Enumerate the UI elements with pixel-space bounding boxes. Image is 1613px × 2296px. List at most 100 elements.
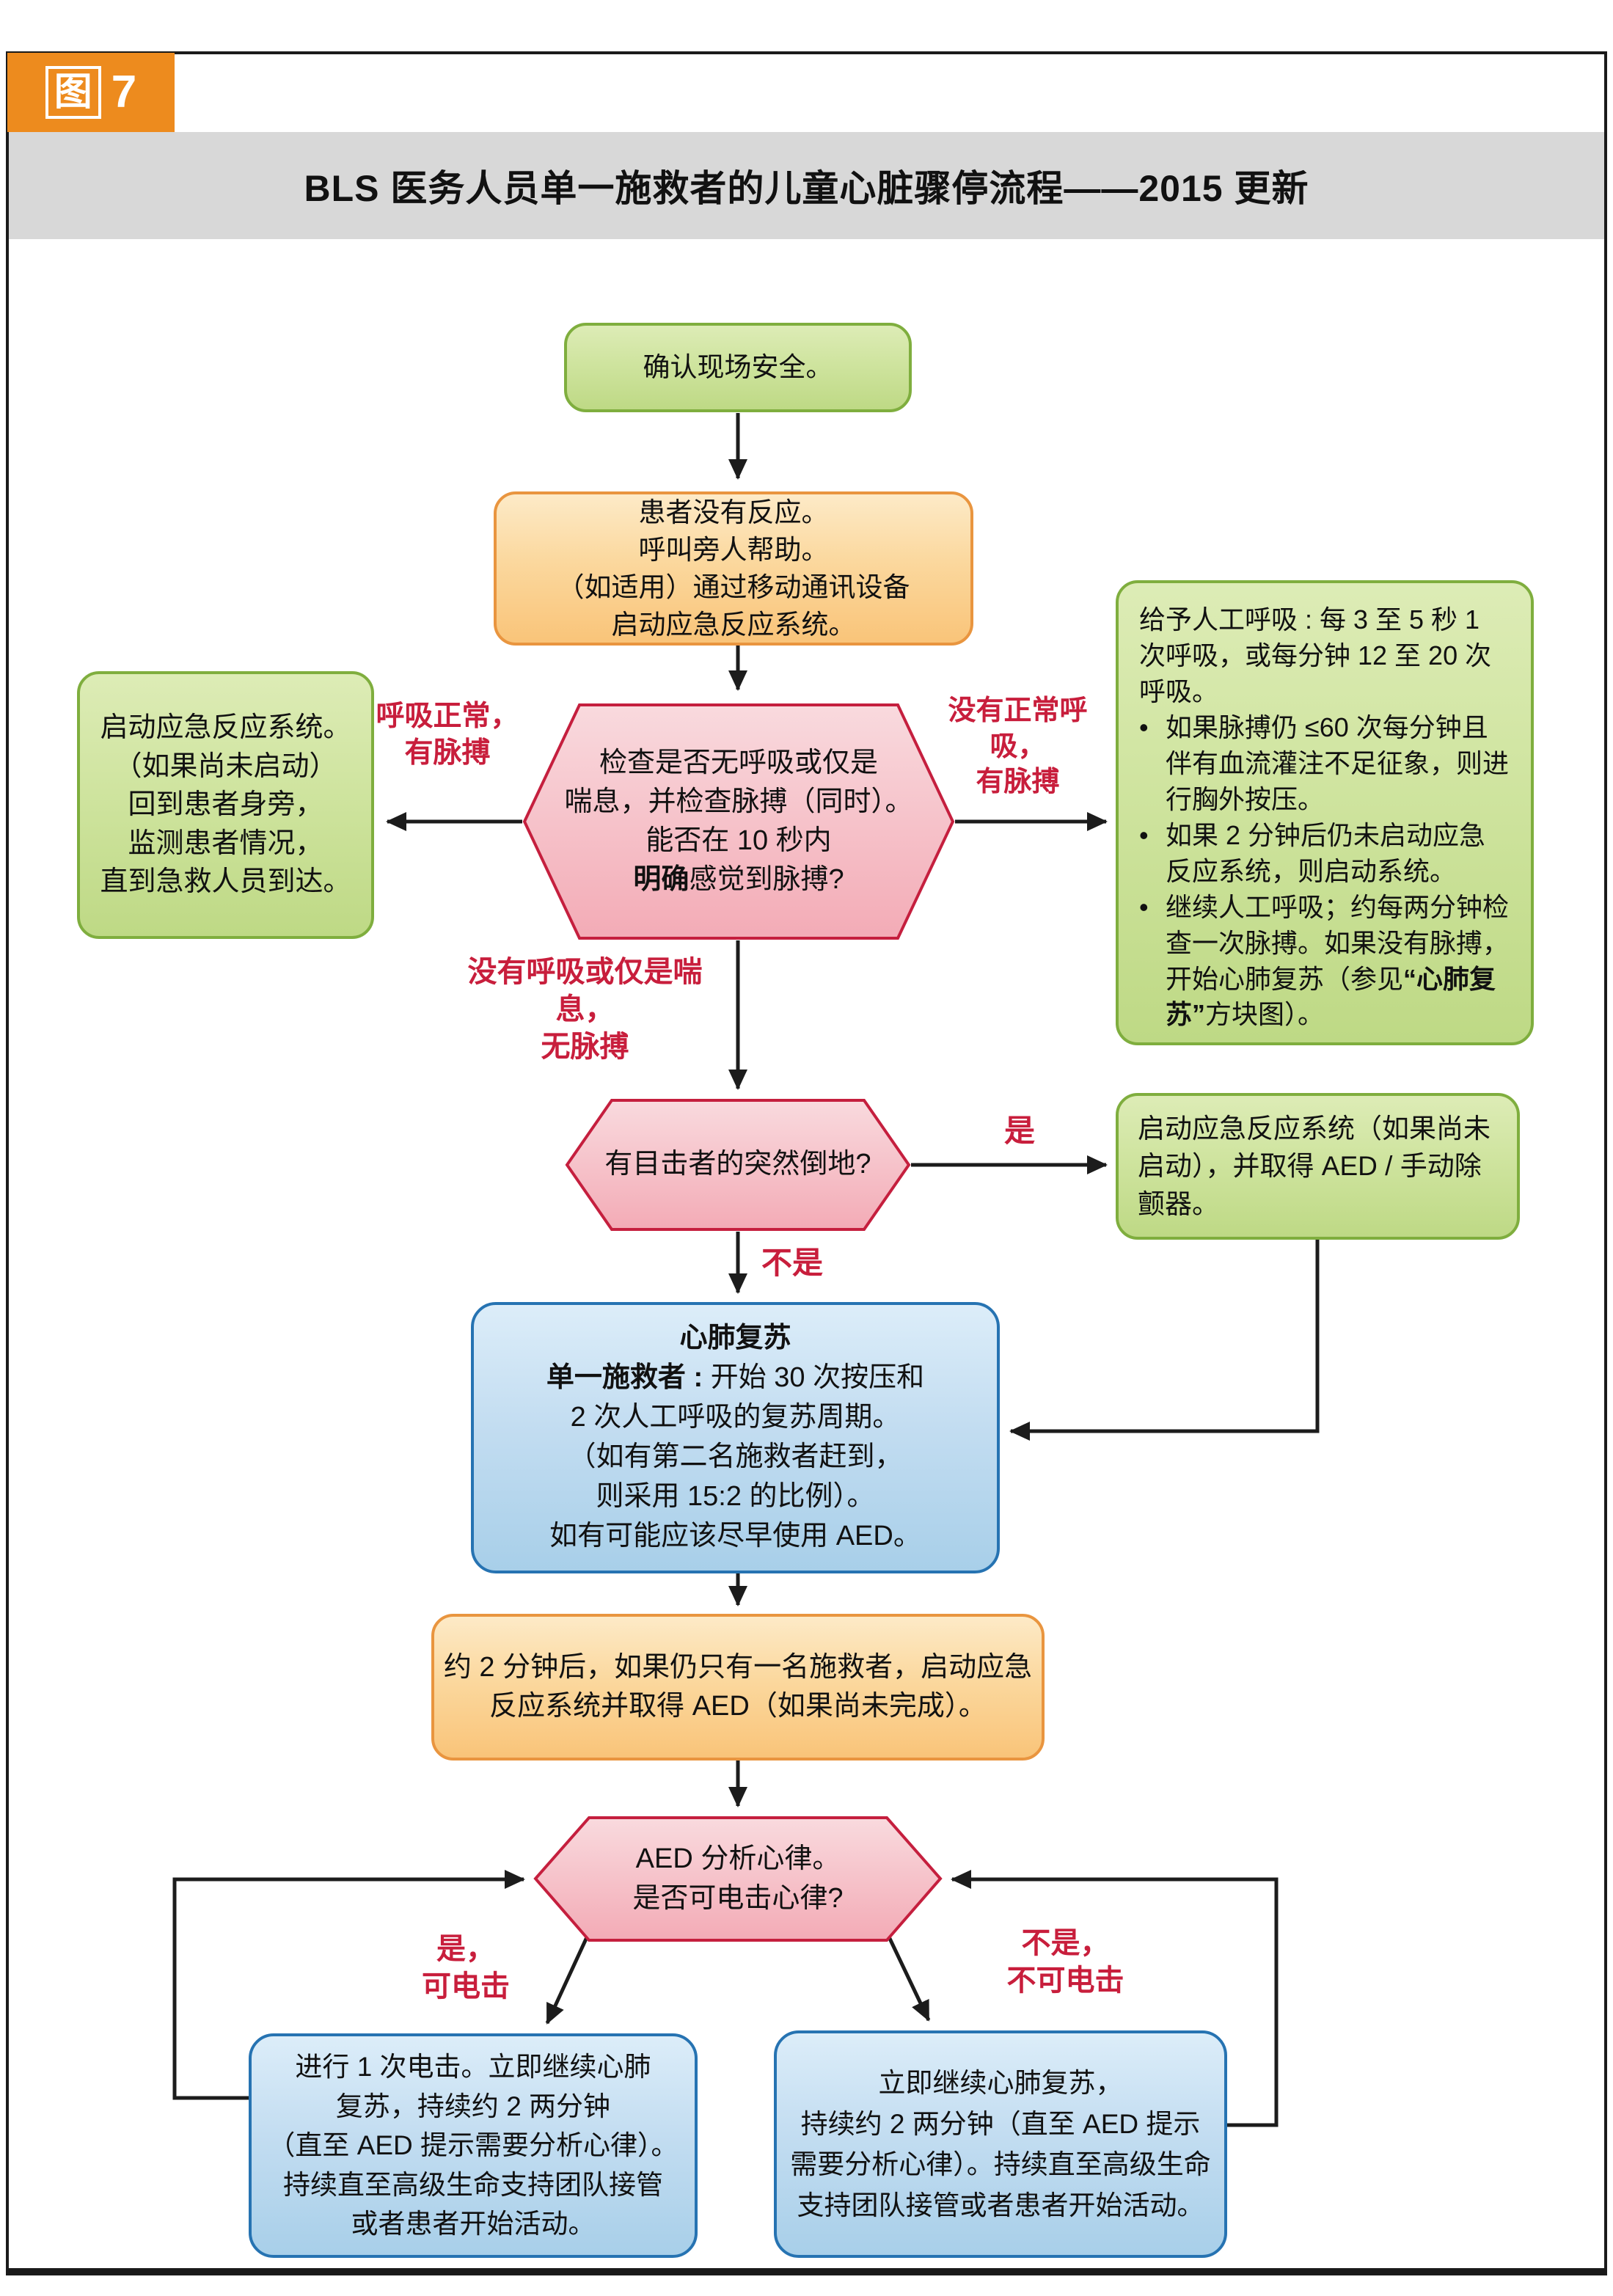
- node-continue-cpr-line: 立即继续心肺复苏，: [878, 2068, 1123, 2098]
- node-unresponsive: 患者没有反应。 呼叫旁人帮助。 （如适用）通过移动通讯设备 启动应急反应系统。: [494, 491, 973, 646]
- bullet-text-post: 方块图）。: [1205, 999, 1325, 1030]
- label-line: 有脉搏: [976, 767, 1060, 798]
- figure-badge-label: 图: [45, 66, 101, 119]
- label-line: 可电击: [422, 1970, 510, 2003]
- node-cpr-line: 则采用 15:2 的比例）。: [596, 1480, 875, 1512]
- node-cpr-line: 如有可能应该尽早使用 AED。: [549, 1520, 921, 1551]
- decision-line: 是否可电击心律?: [632, 1882, 844, 1914]
- hexagon-shape: [522, 703, 955, 940]
- node-unresponsive-line: 患者没有反应。: [638, 497, 829, 527]
- decision-line: 检查是否无呼吸或仅是: [599, 747, 878, 778]
- bullet-text-pre: 继续人工呼吸；约每两分钟检查一次脉搏。如果没有脉搏，开始心肺复苏（参见: [1166, 891, 1510, 994]
- label-normal-breathing: 呼吸正常， 有脉搏: [367, 698, 528, 772]
- node-monitor-line: 直到急救人员到达。: [100, 866, 351, 898]
- arrow-aed-shockable: [545, 1926, 593, 2025]
- node-two-minutes: 约 2 分钟后，如果仍只有一名施救者，启动应急 反应系统并取得 AED（如果尚未…: [431, 1614, 1045, 1761]
- node-give-shock: 进行 1 次电击。立即继续心肺 复苏，持续约 2 两分钟 （直至 AED 提示需…: [249, 2033, 698, 2258]
- decision-aed-analyze: AED 分析心律。 是否可电击心律?: [533, 1816, 943, 1942]
- page-title: BLS 医务人员单一施救者的儿童心脏骤停流程——2015 更新: [304, 168, 1309, 209]
- node-continue-cpr-line: 支持团队接管或者患者开始活动。: [797, 2190, 1204, 2220]
- loop-continue-to-aed: [951, 1870, 1279, 2127]
- decision-check-breathing-pulse: 检查是否无呼吸或仅是 喘息，并检查脉搏（同时）。 能否在 10 秒内 明确感觉到…: [522, 703, 955, 940]
- node-give-shock-line: （直至 AED 提示需要分析心律）。: [268, 2130, 679, 2161]
- hexagon-outline: [565, 1099, 911, 1231]
- label-no: 不是: [741, 1243, 844, 1283]
- bullet-icon: •: [1139, 712, 1149, 742]
- bullet-icon: •: [1139, 891, 1149, 922]
- node-cpr-line: （如有第二名施救者赶到，: [568, 1441, 903, 1472]
- label-yes-shockable: 是， 可电击: [389, 1931, 543, 2006]
- node-rescue-breathing: 给予人工呼吸 : 每 3 至 5 秒 1 次呼吸，或每分钟 12 至 20 次呼…: [1116, 580, 1534, 1045]
- label-line: 无脉搏: [541, 1031, 629, 1064]
- decision-check-breathing-text: 检查是否无呼吸或仅是 喘息，并检查脉搏（同时）。 能否在 10 秒内 明确感觉到…: [522, 703, 955, 940]
- label-line: 没有正常呼吸，: [948, 695, 1088, 762]
- decision-line: 明确感觉到脉搏?: [633, 860, 844, 899]
- label-no-normal-breathing: 没有正常呼吸， 有脉搏: [921, 693, 1115, 800]
- decision-witnessed-text: 有目击者的突然倒地?: [565, 1098, 911, 1232]
- page-border-frame: [6, 51, 1607, 2275]
- label-line: 是: [1003, 1114, 1035, 1148]
- label-line: 有脉搏: [404, 736, 491, 769]
- hexagon-outline: [533, 1816, 943, 1942]
- arrow-activate-to-cpr: [1009, 1240, 1320, 1441]
- node-give-shock-line: 进行 1 次电击。立即继续心肺: [295, 2051, 651, 2082]
- node-give-shock-line: 或者患者开始活动。: [351, 2209, 596, 2240]
- node-cpr-line: 单一施救者 : 开始 30 次按压和: [546, 1359, 924, 1398]
- loop-shock-to-aed: [172, 1870, 525, 2100]
- decision-witnessed-collapse: 有目击者的突然倒地?: [565, 1098, 911, 1232]
- node-rescue-breathing-bullet: • 继续人工呼吸；约每两分钟检查一次脉搏。如果没有脉搏，开始心肺复苏（参见“心肺…: [1139, 890, 1510, 1034]
- figure-badge: 图 7: [7, 53, 175, 132]
- label-line: 没有呼吸或仅是喘息，: [467, 956, 703, 1026]
- bullet-icon: •: [1139, 819, 1149, 850]
- decision-line: AED 分析心律。: [635, 1843, 841, 1875]
- decision-line-bold: 明确: [633, 864, 690, 896]
- node-cpr-line-bold: 单一施救者 :: [546, 1362, 711, 1394]
- node-cpr: 心肺复苏 单一施救者 : 开始 30 次按压和 2 次人工呼吸的复苏周期。 （如…: [471, 1302, 1000, 1573]
- label-line: 不是，: [1021, 1927, 1110, 1959]
- node-two-minutes-line: 约 2 分钟后，如果仍只有一名施救者，启动应急: [443, 1651, 1033, 1683]
- label-no-not-shockable: 不是， 不可电击: [972, 1925, 1159, 2000]
- node-give-shock-line: 复苏，持续约 2 两分钟: [335, 2091, 611, 2121]
- decision-aed-analyze-text: AED 分析心律。 是否可电击心律?: [533, 1816, 943, 1942]
- node-unresponsive-line: （如适用）通过移动通讯设备: [557, 572, 910, 602]
- node-cpr-title: 心肺复苏: [679, 1323, 791, 1354]
- label-line: 不可电击: [1006, 1964, 1124, 1997]
- node-cpr-line-rest: 开始 30 次按压和: [710, 1362, 925, 1394]
- arrow-aed-not-shockable: [882, 1926, 931, 2022]
- node-monitor-line: （如果尚未启动）: [114, 750, 337, 782]
- bullet-text-bold: “心肺复苏”: [1166, 963, 1496, 1030]
- node-continue-cpr: 立即继续心肺复苏， 持续约 2 两分钟（直至 AED 提示 需要分析心律）。持续…: [774, 2030, 1227, 2258]
- decision-line-rest: 感觉到脉搏?: [689, 864, 844, 896]
- node-activate-get-aed-text: 启动应急反应系统（如果尚未启动），并取得 AED / 手动除颤器。: [1138, 1114, 1491, 1219]
- node-verify-safety: 确认现场安全。: [564, 323, 912, 412]
- node-unresponsive-line: 启动应急反应系统。: [611, 610, 856, 640]
- node-monitor-patient: 启动应急反应系统。 （如果尚未启动） 回到患者身旁， 监测患者情况， 直到急救人…: [77, 671, 374, 939]
- node-two-minutes-line: 反应系统并取得 AED（如果尚未完成）。: [489, 1691, 987, 1722]
- hexagon-shape: [533, 1816, 943, 1942]
- node-cpr-line: 2 次人工呼吸的复苏周期。: [570, 1402, 901, 1433]
- node-monitor-line: 启动应急反应系统。: [100, 712, 351, 744]
- label-no-breathing-no-pulse: 没有呼吸或仅是喘息， 无脉搏: [440, 954, 730, 1067]
- label-line: 不是: [761, 1246, 823, 1280]
- bullet-text: 如果脉搏仍 ≤60 次每分钟且伴有血流灌注不足征象，则进行胸外按压。: [1166, 712, 1510, 814]
- bullet-text: 如果 2 分钟后仍未启动应急反应系统，则启动系统。: [1166, 819, 1486, 886]
- node-unresponsive-line: 呼叫旁人帮助。: [638, 534, 829, 565]
- decision-line: 能否在 10 秒内: [645, 825, 832, 856]
- decision-line: 有目击者的突然倒地?: [604, 1149, 871, 1180]
- node-continue-cpr-line: 需要分析心律）。持续直至高级生命: [790, 2149, 1211, 2179]
- label-line: 是，: [436, 1933, 495, 1965]
- hexagon-outline: [522, 703, 955, 940]
- title-bar: BLS 医务人员单一施救者的儿童心脏骤停流程——2015 更新: [9, 132, 1604, 239]
- node-monitor-line: 监测患者情况，: [128, 827, 323, 859]
- bullet-text: 继续人工呼吸；约每两分钟检查一次脉搏。如果没有脉搏，开始心肺复苏（参见“心肺复苏…: [1166, 890, 1510, 1034]
- node-monitor-line: 回到患者身旁，: [128, 789, 323, 821]
- node-verify-safety-text: 确认现场安全。: [643, 352, 833, 383]
- node-activate-get-aed: 启动应急反应系统（如果尚未启动），并取得 AED / 手动除颤器。: [1116, 1093, 1520, 1240]
- label-line: 呼吸正常，: [376, 701, 519, 732]
- node-continue-cpr-line: 持续约 2 两分钟（直至 AED 提示: [800, 2108, 1201, 2139]
- node-rescue-breathing-bullet: • 如果脉搏仍 ≤60 次每分钟且伴有血流灌注不足征象，则进行胸外按压。: [1139, 710, 1510, 818]
- decision-line: 喘息，并检查脉搏（同时）。: [564, 786, 913, 817]
- node-rescue-breathing-intro: 给予人工呼吸 : 每 3 至 5 秒 1 次呼吸，或每分钟 12 至 20 次呼…: [1139, 604, 1492, 706]
